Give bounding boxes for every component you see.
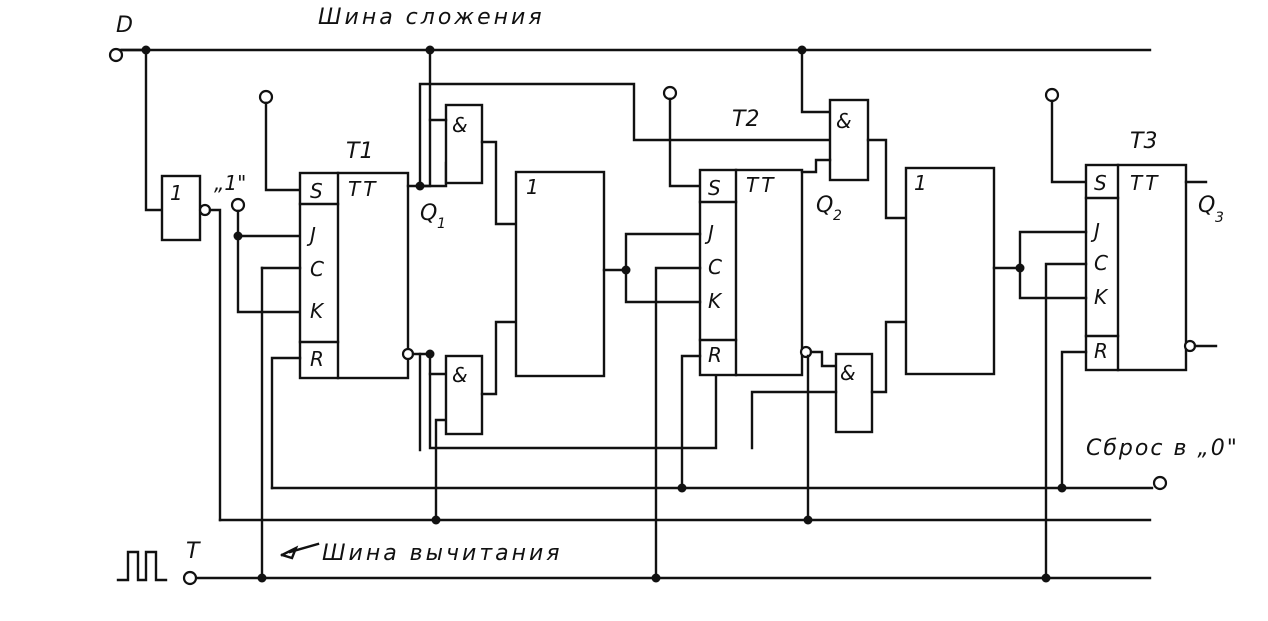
t1-s-terminal[interactable] <box>258 89 274 105</box>
label-q3-sub: 3 <box>1215 210 1224 226</box>
t3-s-terminal[interactable] <box>1044 87 1060 103</box>
or-gate-2-label: 1 <box>914 171 927 195</box>
label-t2: T2 <box>732 107 759 132</box>
t2-pin-r: R <box>708 343 722 367</box>
t2-pin-c: C <box>708 255 722 279</box>
input-d-terminal[interactable] <box>108 47 124 63</box>
t3-pin-s: S <box>1094 171 1107 195</box>
t2-type: TT <box>746 173 776 197</box>
sub-bus-arrow-icon <box>280 545 299 560</box>
and-gate-3 <box>828 98 870 182</box>
label-t3: T3 <box>1130 129 1157 154</box>
and-gate-2 <box>444 354 484 436</box>
label-add-bus: Шина сложения <box>318 5 545 30</box>
const-one-terminal[interactable] <box>230 197 246 213</box>
t3-pin-r: R <box>1094 339 1108 363</box>
and-gate-4-label: & <box>840 361 856 385</box>
t3-pin-c: C <box>1094 251 1108 275</box>
t1-inverted-output <box>401 347 415 361</box>
t2-s-terminal[interactable] <box>662 85 678 101</box>
label-q2: Q <box>816 193 833 218</box>
inverter-output-bubble <box>198 203 212 217</box>
t1-type: TT <box>348 177 378 201</box>
and-gate-1-label: & <box>452 113 468 137</box>
t2-pin-k: K <box>708 289 723 313</box>
label-sub-bus: Шина вычитания <box>322 541 563 566</box>
t3-inverted-output <box>1183 339 1197 353</box>
text-labels: D T Шина сложения Шина вычитания Сброс в… <box>116 5 1239 566</box>
label-q3: Q <box>1198 193 1215 218</box>
trigger-t2 <box>602 85 813 583</box>
input-d-section <box>108 45 222 522</box>
and-gate-4 <box>834 352 874 434</box>
t1-pin-c: C <box>310 257 324 281</box>
t2-pin-j: J <box>704 221 714 245</box>
reset-terminal[interactable] <box>1152 475 1168 491</box>
t2-logic <box>750 45 996 525</box>
trigger-t3 <box>992 87 1218 583</box>
input-t-terminal[interactable] <box>182 570 198 586</box>
t3-pin-k: K <box>1094 285 1109 309</box>
t1-pin-k: K <box>310 299 325 323</box>
label-q2-sub: 2 <box>833 208 842 224</box>
label-const-one: „1" <box>214 171 246 195</box>
label-q1: Q <box>420 201 437 226</box>
t3-type: TT <box>1130 171 1160 195</box>
or-gate-1-label: 1 <box>526 175 539 199</box>
and-gate-2-label: & <box>452 363 468 387</box>
or-gate-1 <box>514 170 606 378</box>
label-q1-sub: 1 <box>437 216 446 232</box>
t1-pin-r: R <box>310 347 324 371</box>
and-gate-3-label: & <box>836 109 852 133</box>
t1-pin-s: S <box>310 179 323 203</box>
not-gate-label: 1 <box>170 181 183 205</box>
and-gate-1 <box>444 103 484 185</box>
t2-pin-s: S <box>708 176 721 200</box>
or-gate-2 <box>904 166 996 376</box>
t1-pin-j: J <box>306 223 316 247</box>
label-input-t: T <box>186 539 201 564</box>
t1-logic <box>406 45 832 525</box>
label-input-d: D <box>116 13 133 38</box>
t2-inverted-output <box>799 345 813 359</box>
label-t1: T1 <box>346 139 373 164</box>
clock-pulse-icon <box>116 550 168 582</box>
t3-pin-j: J <box>1090 219 1100 243</box>
bus-wires <box>114 48 1154 580</box>
trigger-t1 <box>257 89 415 583</box>
label-reset: Сброс в „0" <box>1086 436 1239 461</box>
const-one-section <box>230 197 302 314</box>
input-t-section <box>116 550 198 586</box>
